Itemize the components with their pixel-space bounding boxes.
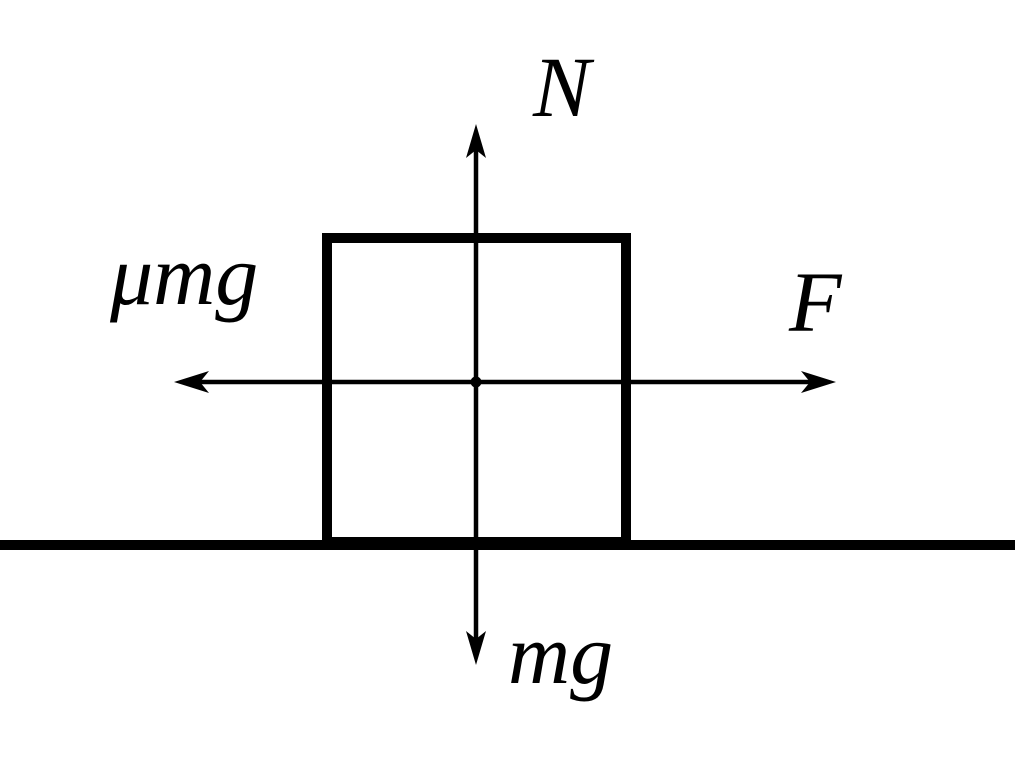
force-vector-group	[174, 124, 836, 665]
weight-force-label: mg	[508, 606, 614, 702]
normal-force-label: N	[533, 39, 591, 135]
friction-force-arrowhead-icon	[174, 371, 209, 393]
weight-force-arrowhead-icon	[466, 631, 486, 665]
normal-force-arrowhead-icon	[466, 124, 486, 158]
applied-force-arrowhead-icon	[801, 371, 836, 393]
block-body-outline	[322, 233, 631, 547]
center-of-mass-dot	[470, 376, 482, 388]
applied-force-label: F	[789, 254, 842, 350]
friction-force-label: μmg	[110, 227, 259, 323]
